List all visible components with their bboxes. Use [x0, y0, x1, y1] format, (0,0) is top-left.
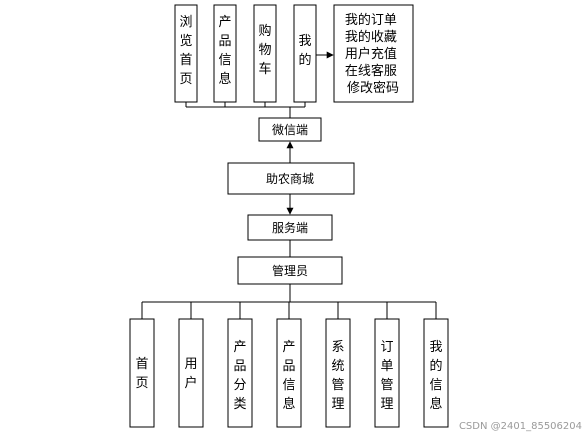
- system-label: 助农商城: [266, 171, 314, 186]
- admin-module-label-home: 首页: [135, 357, 148, 391]
- module-label-browse-home: 浏览首页: [179, 14, 192, 87]
- client-connectors: [185, 102, 306, 118]
- watermark: CSDN @2401_85506204: [459, 421, 582, 432]
- client-modules: 浏览首页 产品信息 购物车 我的 我的订单 我的收藏 用户充值 在线客服 修改密…: [174, 4, 414, 103]
- admin-module-label-system-mgmt: 系统管理: [331, 340, 344, 412]
- admin-module-label-category: 产品分类: [233, 340, 246, 412]
- admin-module-box-my-info: [423, 318, 449, 428]
- admin-node: [237, 256, 343, 285]
- module-label-mine: 我的: [298, 34, 311, 68]
- my-submenu-list: 我的订单 我的收藏 用户充值 在线客服 修改密码: [345, 12, 401, 96]
- admin-module-label-my-info: 我的信息: [429, 340, 442, 412]
- admin-module-label-product-info: 产品信息: [282, 340, 295, 412]
- admin-module-box-home: [129, 318, 155, 428]
- server-label: 服务端: [272, 220, 308, 235]
- my-submenu-box: [333, 4, 414, 103]
- admin-modules: 首页 用户 产品分类 产品信息 系统管理 订单管理 我的信息: [129, 318, 449, 428]
- wechat-client-node: [258, 117, 322, 142]
- admin-module-box-category: [227, 318, 253, 428]
- admin-module-box-product-info: [276, 318, 302, 428]
- my-submenu-item: 用户充值: [345, 46, 397, 62]
- admin-connectors: [141, 284, 437, 319]
- admin-module-label-user: 用户: [184, 357, 197, 391]
- admin-module-box-system-mgmt: [325, 318, 351, 428]
- my-submenu-item: 我的收藏: [345, 29, 397, 45]
- my-submenu-item: 修改密码: [347, 80, 399, 96]
- system-node: [227, 162, 355, 195]
- module-label-product-info: 产品信息: [218, 15, 231, 87]
- admin-module-box-user: [178, 318, 204, 428]
- admin-module-box-order-mgmt: [374, 318, 400, 428]
- module-label-cart: 购物车: [258, 23, 271, 77]
- wechat-client-label: 微信端: [272, 123, 308, 137]
- admin-label: 管理员: [272, 263, 308, 278]
- my-submenu-item: 我的订单: [345, 12, 397, 28]
- my-submenu-item: 在线客服: [345, 63, 397, 79]
- admin-module-label-order-mgmt: 订单管理: [380, 340, 393, 412]
